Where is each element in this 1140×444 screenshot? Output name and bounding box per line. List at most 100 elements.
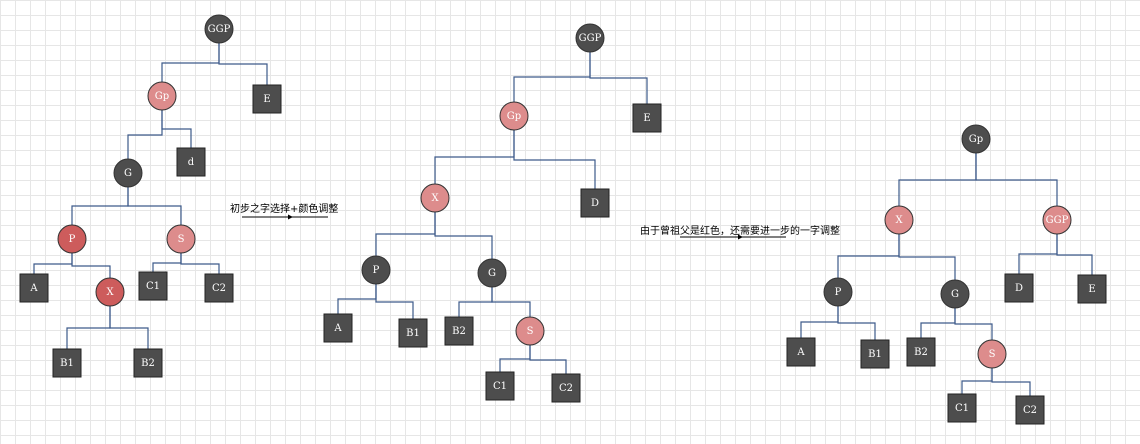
node-rect-shape (947, 393, 977, 423)
edge-G-B2 (920, 308, 956, 338)
node-label: GGP (579, 33, 602, 44)
edge-P-B1 (375, 284, 414, 319)
node-label: Gp (155, 91, 169, 102)
node-rect-shape (133, 348, 163, 378)
node-label: Gp (507, 111, 521, 122)
node-b1: B1 (52, 348, 82, 378)
node-label: E (263, 94, 270, 105)
node-circle-shape (575, 23, 605, 53)
node-p: P (57, 224, 87, 254)
node-circle-shape (1042, 205, 1072, 235)
node-c1: C1 (485, 371, 515, 401)
edge-S-C1 (499, 345, 531, 372)
node-label: E (1088, 284, 1095, 295)
node-c2: C2 (204, 273, 234, 303)
arrow-step1 (242, 214, 328, 220)
caption-step2: 由于曾祖父是红色，还需要进一步的一字调整 (640, 226, 840, 237)
node-label: G (124, 168, 132, 179)
node-ggp: GGP (1042, 205, 1072, 235)
node-g: G (477, 258, 507, 288)
node-rect-shape (551, 373, 581, 403)
node-rect-shape (138, 271, 168, 301)
node-label: C2 (212, 283, 226, 294)
edge-S-C2 (180, 253, 220, 274)
node-rect-shape (1077, 274, 1107, 304)
node-label: B2 (452, 326, 466, 337)
node-circle-shape (420, 183, 450, 213)
edge-G-S (954, 308, 993, 340)
node-label: S (989, 349, 996, 360)
node-c2: C2 (1015, 395, 1045, 425)
node-c2: C2 (551, 373, 581, 403)
node-g: G (940, 279, 970, 309)
node-circle-shape (515, 316, 545, 346)
edge-GGP-Gp (161, 43, 220, 82)
edge-GGP-E (589, 52, 648, 104)
node-rect-shape (632, 103, 662, 133)
edge-S-C1 (961, 368, 993, 394)
edge-P-X (71, 253, 111, 278)
node-circle-shape (147, 81, 177, 111)
node-e: E (632, 103, 662, 133)
node-label: C1 (955, 403, 969, 414)
edge-X-G (898, 234, 956, 280)
edge-G-P (71, 187, 129, 225)
node-d: D (1004, 273, 1034, 303)
node-b2: B2 (133, 348, 163, 378)
node-e: E (1077, 274, 1107, 304)
edge-Gp-GGP (975, 153, 1058, 206)
node-b2: B2 (906, 337, 936, 367)
node-rect-shape (444, 316, 474, 346)
edge-S-C2 (529, 345, 567, 374)
node-label: B1 (406, 328, 420, 339)
node-rect-shape (176, 147, 206, 177)
node-label: C2 (1023, 405, 1037, 416)
node-label: A (29, 283, 38, 294)
node-circle-shape (884, 205, 914, 235)
edge-Gp-d (161, 110, 192, 148)
node-circle-shape (499, 101, 529, 131)
edge-G-B2 (458, 287, 493, 317)
node-a: A (786, 337, 816, 367)
node-circle-shape (166, 224, 196, 254)
node-label: GGP (208, 24, 231, 35)
node-c1: C1 (947, 393, 977, 423)
node-label: G (488, 268, 496, 279)
node-label: S (178, 234, 185, 245)
node-label: d (188, 157, 195, 168)
node-g: G (113, 158, 143, 188)
edge-P-A (33, 253, 73, 274)
node-d: d (176, 147, 206, 177)
node-circle-shape (204, 14, 234, 44)
edge-Gp-X (898, 153, 977, 206)
node-label: D (1015, 283, 1023, 294)
node-b1: B1 (398, 318, 428, 348)
node-label: B1 (868, 349, 882, 360)
node-ggp: GGP (575, 23, 605, 53)
node-label: C2 (559, 383, 573, 394)
node-circle-shape (477, 258, 507, 288)
edge-GGP-Gp (513, 52, 591, 102)
node-rect-shape (323, 313, 353, 343)
edge-Gp-G (127, 110, 163, 159)
node-label: A (796, 347, 805, 358)
node-a: A (19, 273, 49, 303)
edge-P-A (337, 284, 377, 314)
edge-GGP-E (218, 43, 268, 85)
edge-P-A (800, 306, 839, 338)
node-rect-shape (1015, 395, 1045, 425)
node-label: C1 (146, 281, 160, 292)
node-label: X (106, 287, 114, 298)
edge-Gp-X (434, 130, 515, 184)
node-s: S (166, 224, 196, 254)
edge-G-S (127, 187, 182, 225)
node-p: P (361, 255, 391, 285)
node-gp: Gp (499, 101, 529, 131)
node-p: P (823, 277, 853, 307)
node-label: P (373, 265, 380, 276)
node-gp: Gp (147, 81, 177, 111)
node-rect-shape (204, 273, 234, 303)
arrow-step2 (680, 234, 786, 240)
